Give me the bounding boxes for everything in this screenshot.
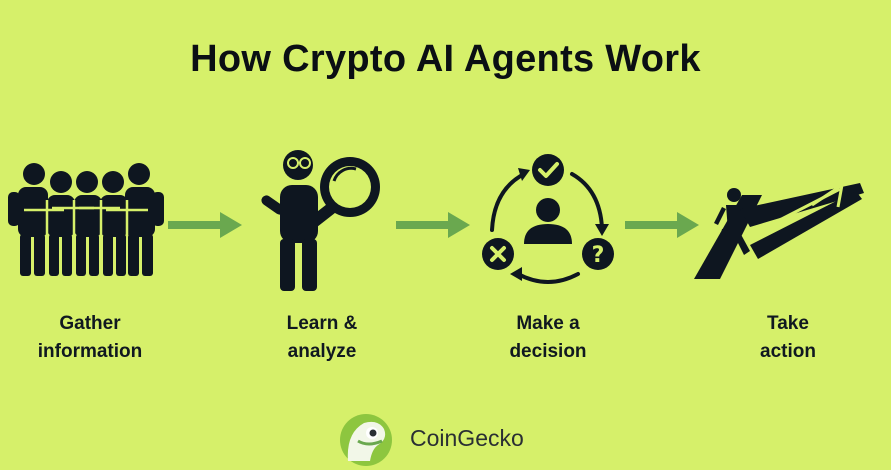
arrow-right-icon xyxy=(625,212,699,238)
step-label-gather: Gather information xyxy=(37,313,143,362)
brand-name: CoinGecko xyxy=(410,425,524,451)
person-with-magnifying-glass-icon xyxy=(261,150,380,291)
page-title: How Crypto AI Agents Work xyxy=(190,38,701,80)
arrow-right-icon xyxy=(396,212,470,238)
svg-text:?: ? xyxy=(592,243,605,268)
step-label-action: Take action xyxy=(760,313,816,362)
person-walking-forward-icon xyxy=(694,181,864,279)
step-label-learn: Learn & analyze xyxy=(286,313,358,362)
arrow-right-icon xyxy=(168,212,242,238)
decision-cycle-icon: ? xyxy=(482,154,614,284)
gecko-logo-icon xyxy=(340,414,392,466)
group-of-people-icon xyxy=(8,163,164,276)
step-label-decide: Make a decision xyxy=(509,313,587,362)
